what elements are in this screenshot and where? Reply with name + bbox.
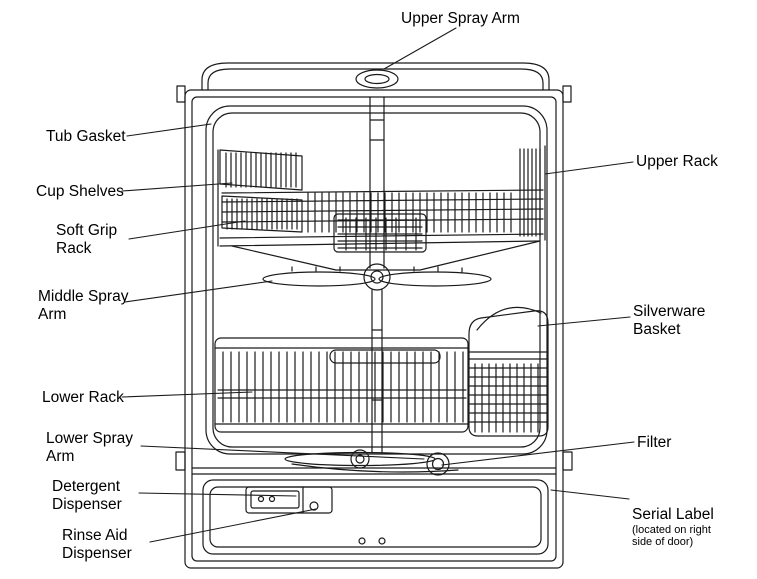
label-soft-grip-rack: Soft Grip Rack	[56, 222, 118, 257]
serial-label-note: (located on right side of door)	[632, 523, 711, 549]
middle-spray-arm-drawing	[262, 263, 492, 291]
door-drawing	[191, 467, 557, 555]
cabinet-outline	[175, 62, 573, 569]
label-rinse-aid-dispenser: Rinse Aid Dispenser	[62, 527, 132, 562]
lower-spray-arm-drawing	[284, 449, 459, 476]
lower-rack-drawing	[214, 337, 469, 433]
label-upper-spray-arm: Upper Spray Arm	[401, 10, 520, 27]
detergent-dispenser-drawing	[245, 486, 333, 514]
center-tower	[369, 96, 385, 453]
label-lower-spray-arm: Lower Spray Arm	[46, 430, 134, 465]
upper-rack-drawing	[217, 145, 546, 271]
lower-rack-handle	[329, 349, 441, 364]
label-silverware-basket: Silverware Basket	[633, 303, 706, 338]
label-lower-rack: Lower Rack	[42, 389, 124, 406]
cup-shelf-lower	[221, 195, 303, 233]
label-middle-spray-arm: Middle Spray Arm	[38, 288, 129, 323]
rinse-aid-cap	[309, 501, 319, 511]
tub-outline	[205, 105, 548, 455]
label-detergent-dispenser: Detergent Dispenser	[52, 478, 122, 513]
label-cup-shelves: Cup Shelves	[36, 183, 124, 200]
label-filter: Filter	[637, 434, 672, 451]
label-tub-gasket: Tub Gasket	[46, 128, 126, 145]
rack-center-basket	[333, 213, 427, 253]
cup-shelf-upper	[219, 149, 303, 191]
upper-spray-arm-mount	[355, 69, 399, 89]
basket-handle	[476, 306, 542, 331]
silverware-basket-drawing	[468, 306, 549, 437]
label-serial-label: Serial Label (located on right side of d…	[632, 488, 714, 567]
serial-label-text: Serial Label	[632, 505, 714, 523]
label-upper-rack: Upper Rack	[636, 153, 718, 170]
leader-lines	[121, 27, 635, 543]
